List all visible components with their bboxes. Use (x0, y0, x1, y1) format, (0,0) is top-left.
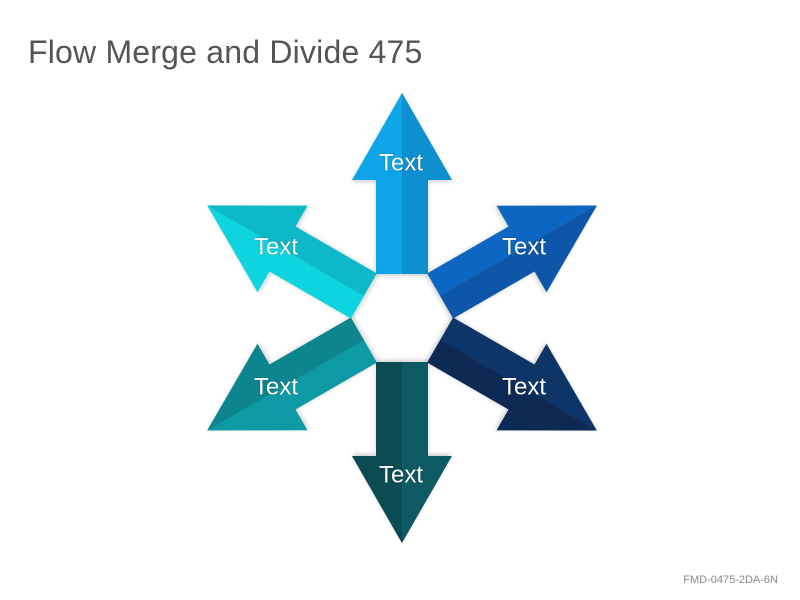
arrow-up-shade (402, 93, 452, 274)
arrow-down-shade (352, 362, 402, 543)
arrow-up-left-label: Text (254, 233, 298, 260)
arrow-down-right (427, 317, 597, 431)
footer-code: FMD-0475-2DA-6N (683, 574, 778, 586)
arrow-down (352, 362, 452, 543)
arrow-down-left-label: Text (254, 373, 298, 400)
arrow-down-right-shade (427, 340, 597, 431)
arrow-down-right-label: Text (502, 373, 546, 400)
page-title: Flow Merge and Divide 475 (28, 34, 423, 70)
arrow-down-left-shade (207, 317, 364, 431)
arrow-up (352, 93, 452, 274)
arrow-up-right-label: Text (502, 233, 546, 260)
arrow-up-label: Text (379, 149, 423, 176)
arrow-up-right (427, 205, 597, 319)
arrow-down-right-body (427, 317, 597, 431)
arrow-down-label: Text (379, 461, 423, 488)
arrow-up-left-shade (207, 205, 377, 296)
arrow-up-right-shade (440, 205, 597, 319)
arrow-down-left (207, 317, 377, 431)
arrow-up-left (207, 205, 377, 319)
arrow-up-left-body (207, 205, 377, 319)
